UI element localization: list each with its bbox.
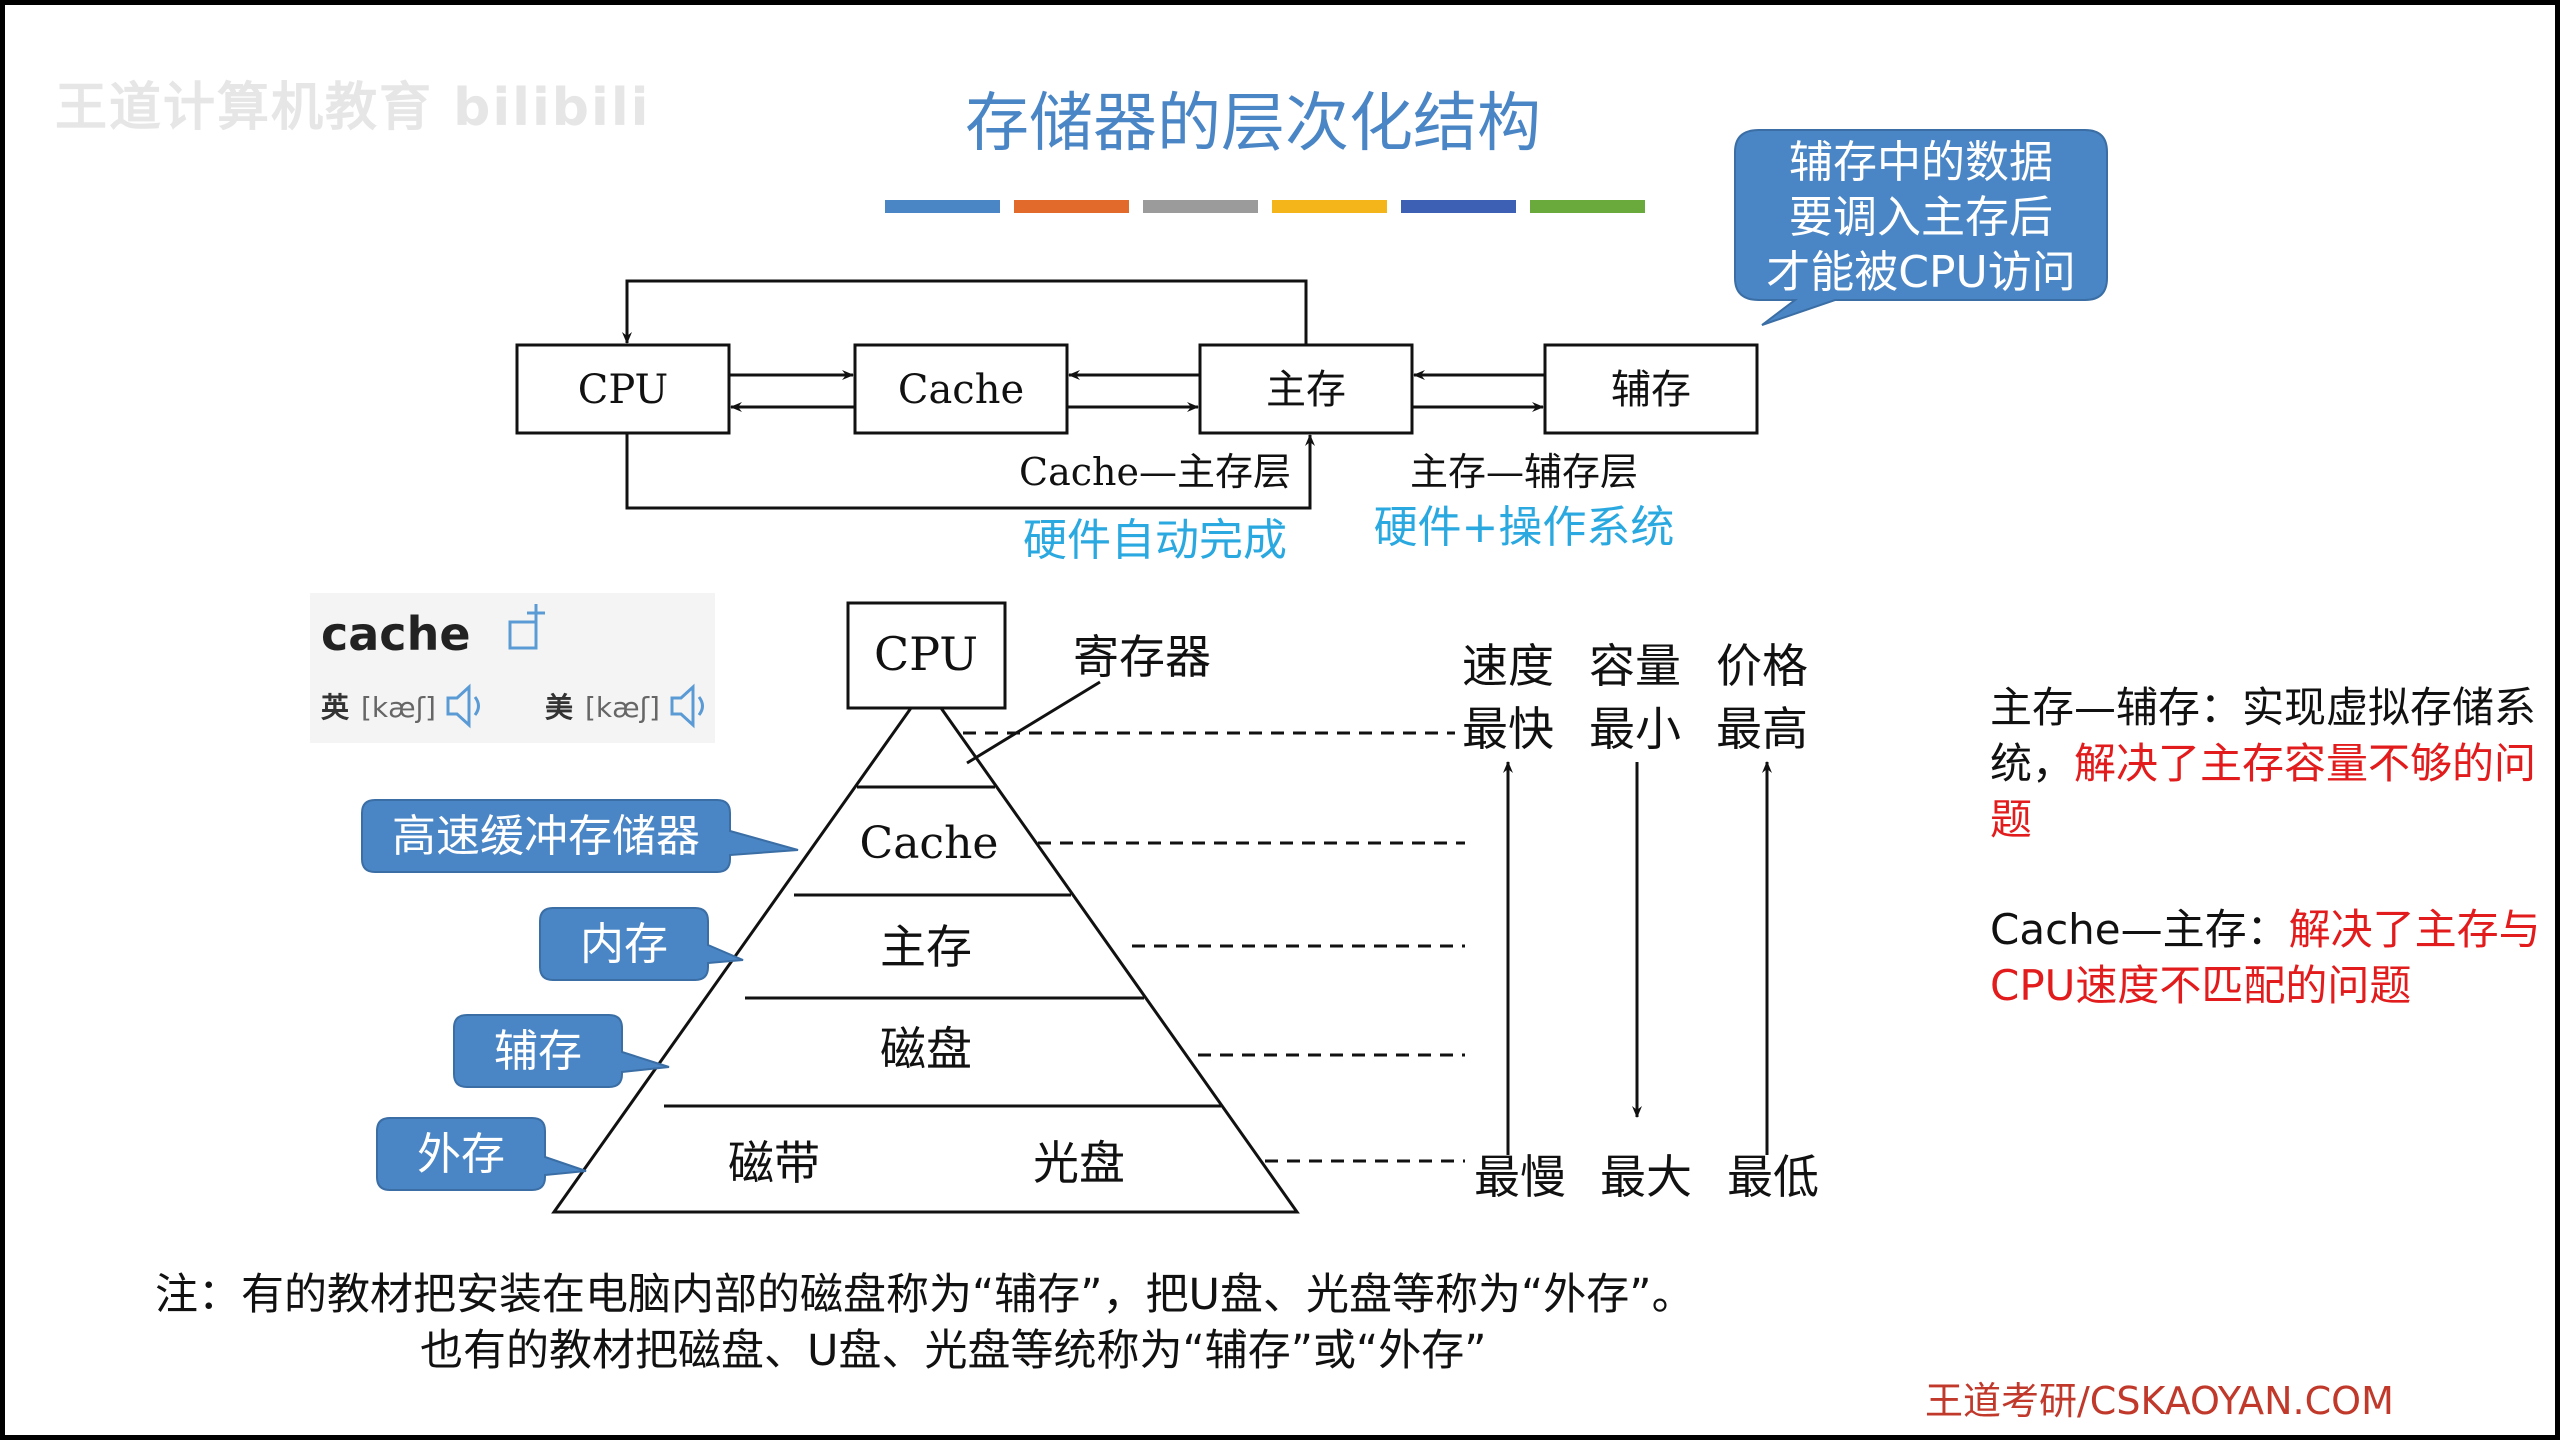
- divider-segment: [1401, 200, 1516, 213]
- note-cache-main-red: 解决了主存与CPU速度不匹配的问题: [1990, 905, 2541, 1010]
- callout-external-bubble: [376, 1117, 587, 1191]
- arrow-cpu-to-main-bottom: [625, 433, 1315, 510]
- metric-bottom-price: 最低: [1727, 1150, 1819, 1204]
- metric-bottom-capacity: 最大: [1600, 1150, 1692, 1204]
- brand-footer: 王道考研/CSKAOYAN.COM: [1925, 1379, 2394, 1423]
- divider-segment: [1014, 200, 1129, 213]
- divider-segment: [885, 200, 1000, 213]
- top-callout-line-2: 要调入主存后: [1789, 192, 2053, 243]
- diagram-canvas: 存储器的层次化结构 CPU Cache 主存 辅存 Cache—: [310, 87, 2108, 1214]
- speaker-icon[interactable]: [670, 683, 704, 729]
- dictionary-word: cache: [321, 607, 471, 661]
- metric-top-capacity: 最小: [1589, 702, 1681, 756]
- callout-aux-bubble: [453, 1014, 670, 1088]
- metric-top-speed: 最快: [1462, 702, 1554, 756]
- dictionary-card: cache 英 [kæʃ] 美 [kæʃ]: [310, 593, 715, 743]
- divider-segment: [1143, 200, 1258, 213]
- callout-external-text: 外存: [417, 1129, 505, 1180]
- callout-memory-bubble: [539, 907, 744, 981]
- flow-label-aux-memory: 辅存: [1611, 367, 1691, 413]
- top-callout-line-3: 才能被CPU访问: [1766, 247, 2075, 298]
- pyramid-level-cache: Cache: [860, 818, 999, 869]
- footnote-line-1: 注：有的教材把安装在电脑内部的磁盘称为“辅存”，把U盘、光盘等称为“外存”。: [155, 1270, 1695, 1320]
- note-cache-main-black: Cache—主存：: [1990, 905, 2289, 954]
- callout-cache-bubble: [361, 799, 799, 873]
- divider-segment: [1272, 200, 1387, 213]
- watermark: 王道计算机教育 bilibili: [55, 78, 651, 138]
- slide: 王道计算机教育 bilibili 存储器的层次化结构 CPU Cache 主存 …: [5, 5, 2555, 1435]
- flow-diagram: CPU Cache 主存 辅存 Cache—主存层 主存—辅存层 硬件自动完成 …: [515, 279, 1759, 566]
- metric-header-price: 价格: [1716, 639, 1808, 693]
- speaker-icon[interactable]: [446, 683, 480, 729]
- callout-aux-text: 辅存: [494, 1026, 582, 1077]
- metric-header-capacity: 容量: [1589, 639, 1681, 693]
- pyramid-cpu-label: CPU: [874, 627, 978, 681]
- note-main-aux-red: 解决了主存容量不够的问题: [1990, 739, 2537, 844]
- us-phonetic: [kæʃ]: [585, 691, 660, 724]
- pyramid-level-disk: 磁盘: [880, 1022, 972, 1076]
- uk-phonetic: [kæʃ]: [361, 691, 436, 724]
- footnote: 注：有的教材把安装在电脑内部的磁盘称为“辅存”，把U盘、光盘等称为“外存”。 也…: [155, 1267, 2055, 1379]
- arrow-main-to-cpu-top: [622, 279, 1308, 345]
- metric-bottom-speed: 最慢: [1474, 1150, 1566, 1204]
- top-callout: 辅存中的数据 要调入主存后 才能被CPU访问: [1734, 128, 2108, 326]
- us-label: 美: [545, 691, 573, 724]
- note-cache-main: Cache—主存：解决了主存与CPU速度不匹配的问题: [1990, 902, 2550, 1014]
- divider-segment: [1530, 200, 1645, 213]
- pyramid-level-optical: 光盘: [1033, 1136, 1125, 1190]
- callout-cache-text: 高速缓冲存储器: [392, 811, 700, 862]
- pyramid-level-main: 主存: [880, 920, 972, 974]
- flow-label-main-memory: 主存: [1266, 367, 1346, 413]
- flow-box-aux-memory: [1543, 343, 1759, 435]
- main-aux-note: 硬件+操作系统: [1374, 502, 1675, 553]
- flow-label-cache: Cache: [898, 367, 1024, 413]
- bookmark-icon[interactable]: [508, 604, 545, 650]
- right-notes: 主存—辅存：实现虚拟存储系统，解决了主存容量不够的问题 Cache—主存：解决了…: [1990, 680, 2550, 1068]
- left-callouts: 高速缓冲存储器 内存 辅存 外存: [361, 799, 799, 1191]
- register-label: 寄存器: [1073, 630, 1211, 684]
- metric-top-price: 最高: [1716, 702, 1808, 756]
- pyramid-outline: [551, 706, 1300, 1214]
- note-main-aux-black: 主存—辅存：实现虚拟存储系统，: [1990, 683, 2537, 788]
- title-divider: [885, 200, 1645, 213]
- metrics: 速度 容量 价格 最快 最小 最高 最慢 最大 最低: [1462, 639, 1819, 1204]
- note-main-aux: 主存—辅存：实现虚拟存储系统，解决了主存容量不够的问题: [1990, 680, 2550, 848]
- cache-main-layer-label: Cache—主存层: [1019, 450, 1291, 494]
- footnote-line-2: 也有的教材把磁盘、U盘、光盘等统称为“辅存”或“外存”: [420, 1326, 1487, 1376]
- top-callout-line-1: 辅存中的数据: [1789, 137, 2053, 188]
- flow-label-cpu: CPU: [578, 367, 669, 413]
- cache-main-note: 硬件自动完成: [1023, 515, 1287, 566]
- uk-label: 英: [321, 691, 350, 724]
- pyramid-cpu-box: [846, 601, 1007, 710]
- page-title: 存储器的层次化结构: [965, 87, 1541, 161]
- dictionary-card-bg: [310, 593, 715, 743]
- pyramid-level-tape: 磁带: [728, 1136, 820, 1190]
- register-pointer: [966, 680, 1101, 765]
- flow-box-cpu: [515, 343, 731, 435]
- top-callout-bubble: [1734, 128, 2108, 326]
- flow-box-main-memory: [1198, 343, 1414, 435]
- callout-memory-text: 内存: [580, 919, 668, 970]
- memory-pyramid: CPU 寄存器 Cache 主存 磁盘 磁带 光盘: [551, 601, 1465, 1214]
- main-aux-layer-label: 主存—辅存层: [1410, 450, 1638, 494]
- flow-box-cache: [853, 343, 1069, 435]
- metric-header-speed: 速度: [1462, 639, 1554, 693]
